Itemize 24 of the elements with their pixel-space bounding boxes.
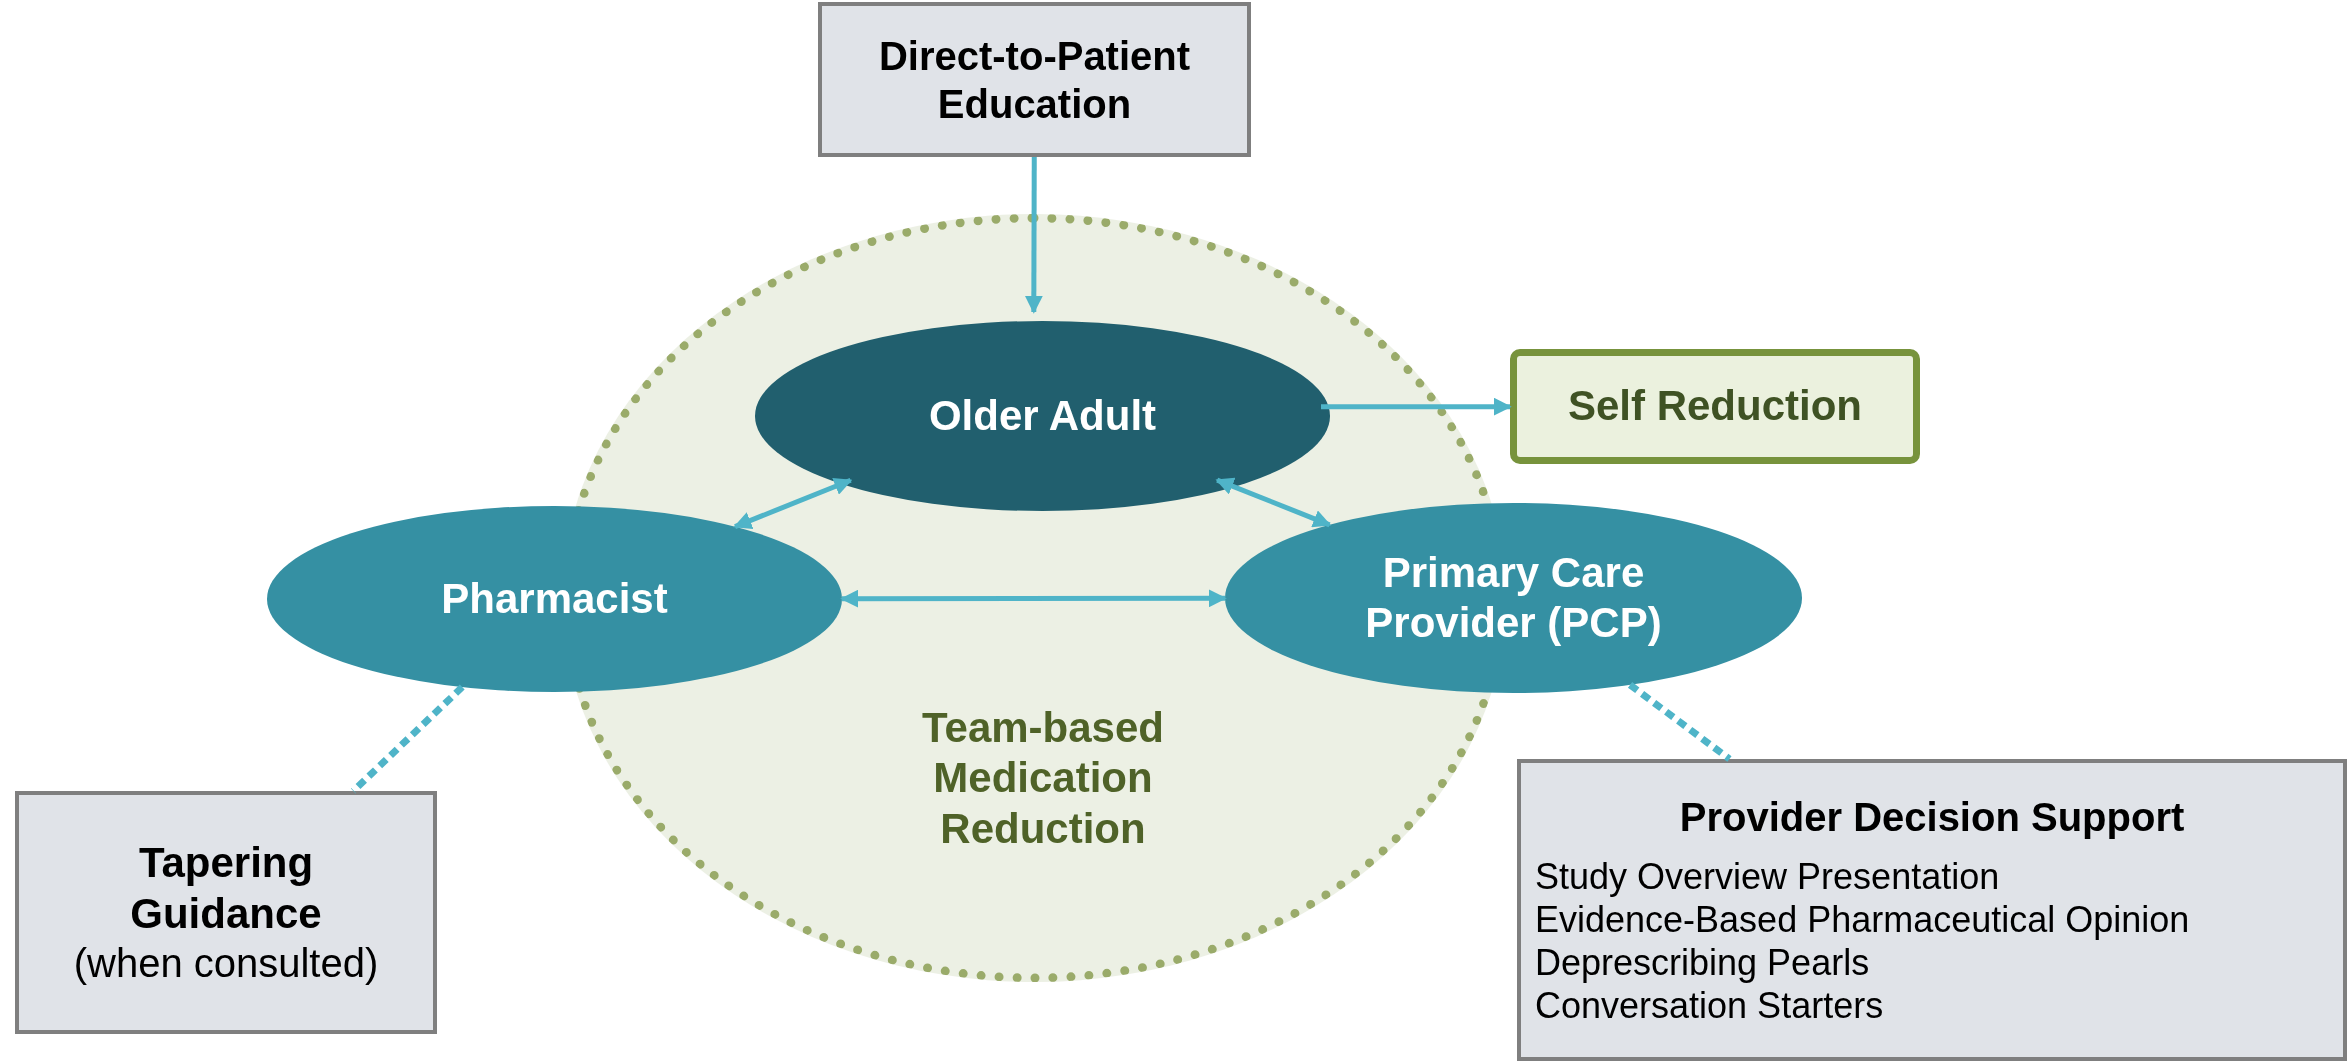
support-box <box>1517 759 2347 1061</box>
connector-line <box>350 684 465 794</box>
node-text: Conversation Starters <box>1535 984 1884 1028</box>
node-title: Self Reduction <box>1568 381 1862 432</box>
arrow <box>1321 397 1512 416</box>
node-text: Deprescribing Pearls <box>1535 941 1870 985</box>
node-title: Older Adult <box>928 390 1157 441</box>
node-title: Pharmacist <box>441 573 668 624</box>
arrow <box>1215 477 1332 528</box>
arrow <box>733 478 853 529</box>
arrow <box>840 589 1227 608</box>
node-title: Primary Care Provider (PCP) <box>1364 547 1663 648</box>
process-box <box>818 2 1251 157</box>
node-title: Tapering Guidance <box>129 838 323 939</box>
node-text: Evidence-Based Pharmaceutical Opinion <box>1535 897 2190 941</box>
connector-line <box>1627 682 1732 762</box>
node-text: Study Overview Presentation <box>1535 854 2000 898</box>
node-title: Team-based Medication Reduction <box>921 703 1165 854</box>
node-title: Provider Decision Support <box>1679 793 2185 841</box>
support-box <box>15 791 437 1034</box>
arrow <box>1024 157 1043 314</box>
node-title: Direct-to-Patient Education <box>877 32 1192 128</box>
node-text: (when consulted) <box>73 939 379 987</box>
outcome-box <box>1510 349 1920 464</box>
